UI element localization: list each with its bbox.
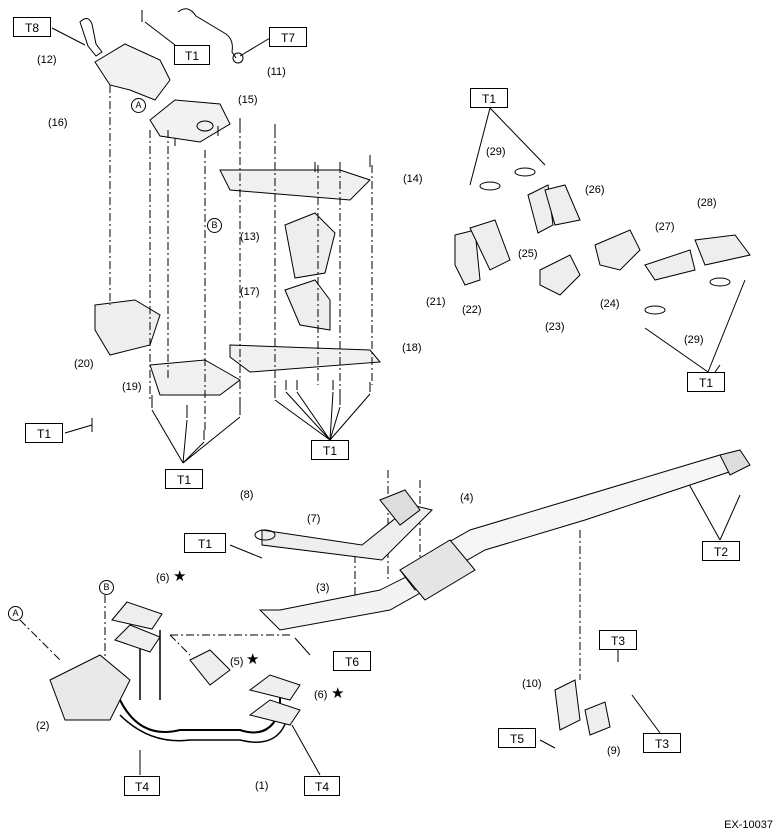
- part-label-13: (13): [240, 231, 260, 243]
- cover-14: [219, 169, 371, 201]
- torque-box-t1-right-bottom: T1: [687, 372, 725, 392]
- part-label-19: (19): [122, 381, 142, 393]
- cover-16: [94, 43, 171, 101]
- part-label-29-top: (29): [486, 146, 506, 158]
- bracket-10: [554, 679, 581, 731]
- torque-box-t4-left: T4: [124, 776, 160, 796]
- heat-shield-28: [694, 234, 751, 266]
- clamp-29-top: [514, 167, 536, 177]
- part-label-28: (28): [697, 197, 717, 209]
- torque-box-t1-front: T1: [184, 533, 226, 553]
- part-label-4: (4): [460, 492, 474, 504]
- clamp-29-bottom: [644, 305, 666, 315]
- torque-box-t4-right: T4: [304, 776, 340, 796]
- part-label-16: (16): [48, 117, 68, 129]
- part-label-14: (14): [403, 173, 423, 185]
- part-label-10: (10): [522, 678, 542, 690]
- heat-shield-26: [544, 184, 581, 226]
- part-label-23: (23): [545, 321, 565, 333]
- part-label-9: (9): [607, 745, 621, 757]
- reference-mark-b-bottom: B: [99, 580, 114, 595]
- torque-box-t1-mid-left: T1: [165, 469, 203, 489]
- catalytic-converter-2: [49, 654, 131, 721]
- part-label-24: (24): [600, 298, 620, 310]
- part-label-29-bottom: (29): [684, 334, 704, 346]
- torque-box-t2: T2: [702, 541, 740, 561]
- cover-19: [149, 359, 241, 396]
- torque-box-t3-top: T3: [599, 630, 637, 650]
- oxygen-sensor-11-cable: [177, 8, 237, 59]
- bracket-9: [584, 701, 611, 736]
- part-label-26: (26): [585, 184, 605, 196]
- part-label-25: (25): [518, 248, 538, 260]
- part-label-27: (27): [655, 221, 675, 233]
- part-label-7: (7): [307, 513, 321, 525]
- gasket-6-upper: [111, 601, 163, 630]
- part-label-1: (1): [255, 780, 269, 792]
- cover-15: [149, 99, 231, 143]
- torque-box-t1-top: T1: [174, 45, 210, 65]
- figure-code: EX-10037: [724, 819, 773, 831]
- torque-box-t1-left: T1: [25, 423, 63, 443]
- heat-shield-7: [261, 504, 433, 561]
- torque-box-t1-right-top: T1: [470, 88, 508, 108]
- part-label-8: (8): [240, 489, 254, 501]
- torque-box-t5: T5: [498, 728, 536, 748]
- heat-shield-27: [644, 249, 696, 281]
- part-label-17: (17): [240, 286, 260, 298]
- part-label-12: (12): [37, 54, 57, 66]
- torque-box-t6: T6: [333, 651, 371, 671]
- part-label-5: (5): [230, 656, 244, 668]
- heat-shield-24: [594, 229, 641, 271]
- part-label-15: (15): [238, 94, 258, 106]
- clamp-8: [254, 529, 276, 541]
- gasket-6-lower: [248, 674, 301, 701]
- heat-shield-23: [539, 254, 581, 296]
- part-label-6-lower: (6): [314, 689, 328, 701]
- part-label-22: (22): [462, 304, 482, 316]
- part-label-18: (18): [402, 342, 422, 354]
- gasket-5: [189, 649, 231, 686]
- part-label-21: (21): [426, 296, 446, 308]
- part-label-20: (20): [74, 358, 94, 370]
- star-mark-6-lower: ★: [331, 685, 345, 702]
- oxygen-sensor-12: [79, 18, 103, 57]
- reference-mark-b-top: B: [207, 218, 222, 233]
- torque-box-t7: T7: [269, 27, 307, 47]
- torque-box-t8: T8: [13, 17, 51, 37]
- torque-box-t3-bottom: T3: [643, 733, 681, 753]
- heat-shield-17: [284, 279, 331, 331]
- heat-shield-13: [284, 212, 336, 279]
- star-mark-6-upper: ★: [173, 568, 187, 585]
- part-label-2: (2): [36, 720, 50, 732]
- star-mark-5: ★: [246, 651, 260, 668]
- reference-mark-a-bottom: A: [8, 606, 23, 621]
- oxygen-sensor-11: [232, 52, 244, 64]
- heat-shield-22: [469, 219, 511, 271]
- bolts-t1: [141, 10, 371, 440]
- part-label-11: (11): [267, 66, 286, 78]
- part-label-3: (3): [316, 582, 330, 594]
- cover-18: [229, 344, 382, 373]
- part-label-6-upper: (6): [156, 572, 170, 584]
- torque-box-t1-mid-right: T1: [311, 440, 349, 460]
- reference-mark-a-top: A: [131, 98, 146, 113]
